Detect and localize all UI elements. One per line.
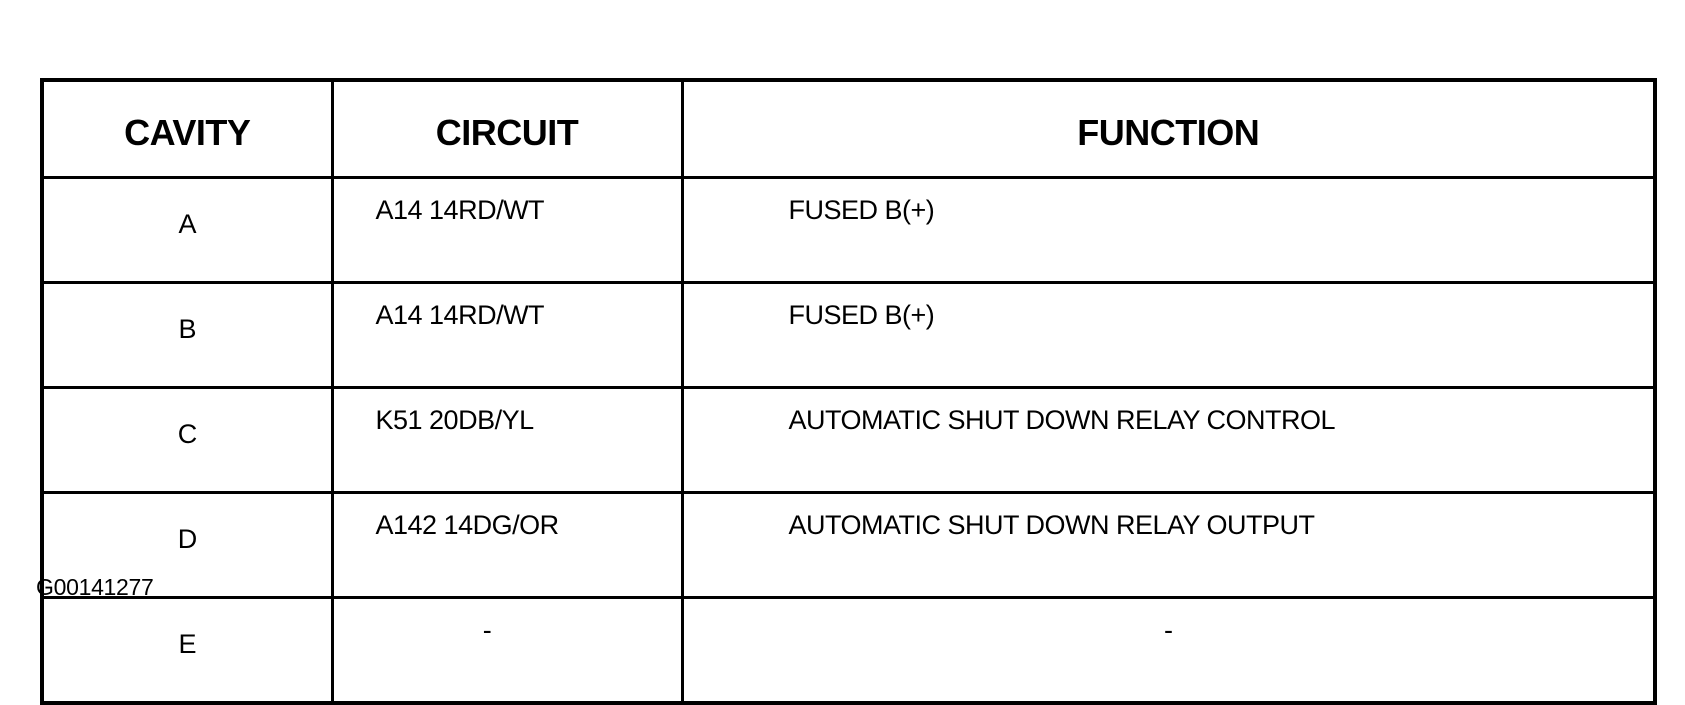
header-function: FUNCTION <box>680 78 1657 179</box>
cavity-cell: E <box>40 596 334 705</box>
figure-id: G00141277 <box>36 574 154 600</box>
circuit-cell: A14 14RD/WT <box>330 176 684 284</box>
connector-pinout-table: CAVITY CIRCUIT FUNCTION A A14 14RD/WT FU… <box>40 78 1657 705</box>
table-row: C K51 20DB/YL AUTOMATIC SHUT DOWN RELAY … <box>40 386 1657 494</box>
cavity-cell: A <box>40 176 334 284</box>
circuit-cell: - <box>330 596 684 705</box>
table-row: B A14 14RD/WT FUSED B(+) <box>40 281 1657 389</box>
function-cell: AUTOMATIC SHUT DOWN RELAY OUTPUT <box>680 491 1657 599</box>
table-header-row: CAVITY CIRCUIT FUNCTION <box>40 78 1657 179</box>
table-row: A A14 14RD/WT FUSED B(+) <box>40 176 1657 284</box>
function-cell: AUTOMATIC SHUT DOWN RELAY CONTROL <box>680 386 1657 494</box>
header-cavity: CAVITY <box>40 78 334 179</box>
header-circuit: CIRCUIT <box>330 78 684 179</box>
function-cell: FUSED B(+) <box>680 281 1657 389</box>
cavity-cell: B <box>40 281 334 389</box>
function-cell: FUSED B(+) <box>680 176 1657 284</box>
function-cell: - <box>680 596 1657 705</box>
cavity-cell: D <box>40 491 334 599</box>
circuit-cell: A142 14DG/OR <box>330 491 684 599</box>
table-row: E - - <box>40 596 1657 705</box>
connector-pinout-table-wrapper: CAVITY CIRCUIT FUNCTION A A14 14RD/WT FU… <box>40 78 1657 705</box>
cavity-cell: C <box>40 386 334 494</box>
circuit-cell: K51 20DB/YL <box>330 386 684 494</box>
table-row: D A142 14DG/OR AUTOMATIC SHUT DOWN RELAY… <box>40 491 1657 599</box>
circuit-cell: A14 14RD/WT <box>330 281 684 389</box>
